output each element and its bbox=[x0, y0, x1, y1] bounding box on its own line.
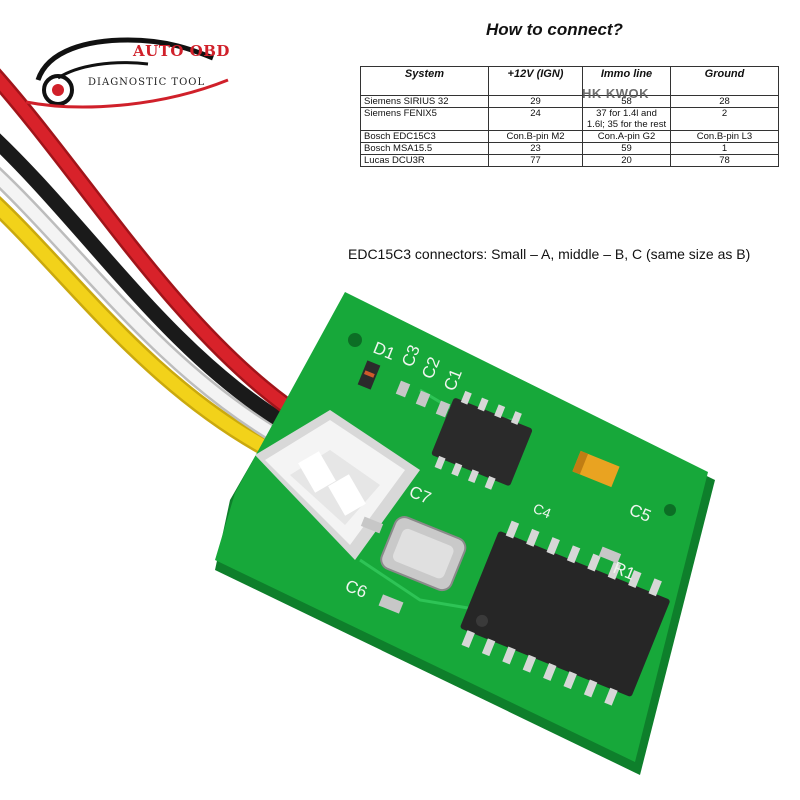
car-swoosh-icon bbox=[25, 37, 229, 109]
logo-tagline: DIAGNOSTIC TOOL bbox=[88, 77, 206, 88]
table-cell: 28 bbox=[670, 95, 779, 108]
pcb-board bbox=[215, 292, 715, 775]
header-ground: Ground bbox=[670, 66, 779, 96]
table-row: Lucas DCU3R 77 20 78 bbox=[360, 154, 779, 167]
table-cell: Siemens SIRIUS 32 bbox=[360, 95, 489, 108]
header-12v: +12V (IGN) bbox=[488, 66, 583, 96]
page-title: How to connect? bbox=[486, 20, 623, 39]
table-cell: Bosch EDC15C3 bbox=[360, 130, 489, 143]
table-cell: 29 bbox=[488, 95, 583, 108]
table-cell: Lucas DCU3R bbox=[360, 154, 489, 167]
watermark: HK KWOK bbox=[582, 86, 650, 101]
table-cell: 78 bbox=[670, 154, 779, 167]
connector-note: EDC15C3 connectors: Small – A, middle – … bbox=[348, 246, 751, 262]
table-row: Bosch EDC15C3 Con.B-pin M2 Con.A-pin G2 … bbox=[360, 130, 779, 143]
header-immo-line: Immo line bbox=[582, 66, 671, 96]
main-chip bbox=[460, 520, 670, 706]
table-row: Bosch MSA15.5 23 59 1 bbox=[360, 142, 779, 155]
wire-harness bbox=[0, 68, 294, 459]
crystal-oscillator bbox=[380, 516, 467, 592]
connection-table: System +12V (IGN) Immo line Ground Sieme… bbox=[360, 66, 779, 167]
table-cell: Siemens FENIX5 bbox=[360, 107, 489, 131]
smd-components bbox=[357, 360, 622, 614]
header-system: System bbox=[360, 66, 489, 96]
table-cell: Con.A-pin G2 bbox=[582, 130, 671, 143]
table-cell: Con.B-pin L3 bbox=[670, 130, 779, 143]
table-cell: 59 bbox=[582, 142, 671, 155]
table-cell: 24 bbox=[488, 107, 583, 131]
table-cell: 2 bbox=[670, 107, 779, 131]
label-c4: C4 bbox=[531, 500, 554, 522]
table-cell: 37 for 1.4l and 1.6l; 35 for the rest bbox=[582, 107, 671, 131]
table-cell: 20 bbox=[582, 154, 671, 167]
table-row: Siemens FENIX5 24 37 for 1.4l and 1.6l; … bbox=[360, 107, 779, 131]
table-cell: 23 bbox=[488, 142, 583, 155]
table-cell: 77 bbox=[488, 154, 583, 167]
upper-chip bbox=[431, 390, 533, 490]
table-row: Siemens SIRIUS 32 29 58 28 bbox=[360, 95, 779, 108]
table-cell: Bosch MSA15.5 bbox=[360, 142, 489, 155]
logo: AUTO OBD DIAGNOSTIC TOOL bbox=[18, 20, 238, 115]
table-header-row: System +12V (IGN) Immo line Ground bbox=[360, 66, 779, 96]
table-cell: 1 bbox=[670, 142, 779, 155]
logo-brand: AUTO OBD bbox=[133, 42, 230, 60]
table-cell: Con.B-pin M2 bbox=[488, 130, 583, 143]
